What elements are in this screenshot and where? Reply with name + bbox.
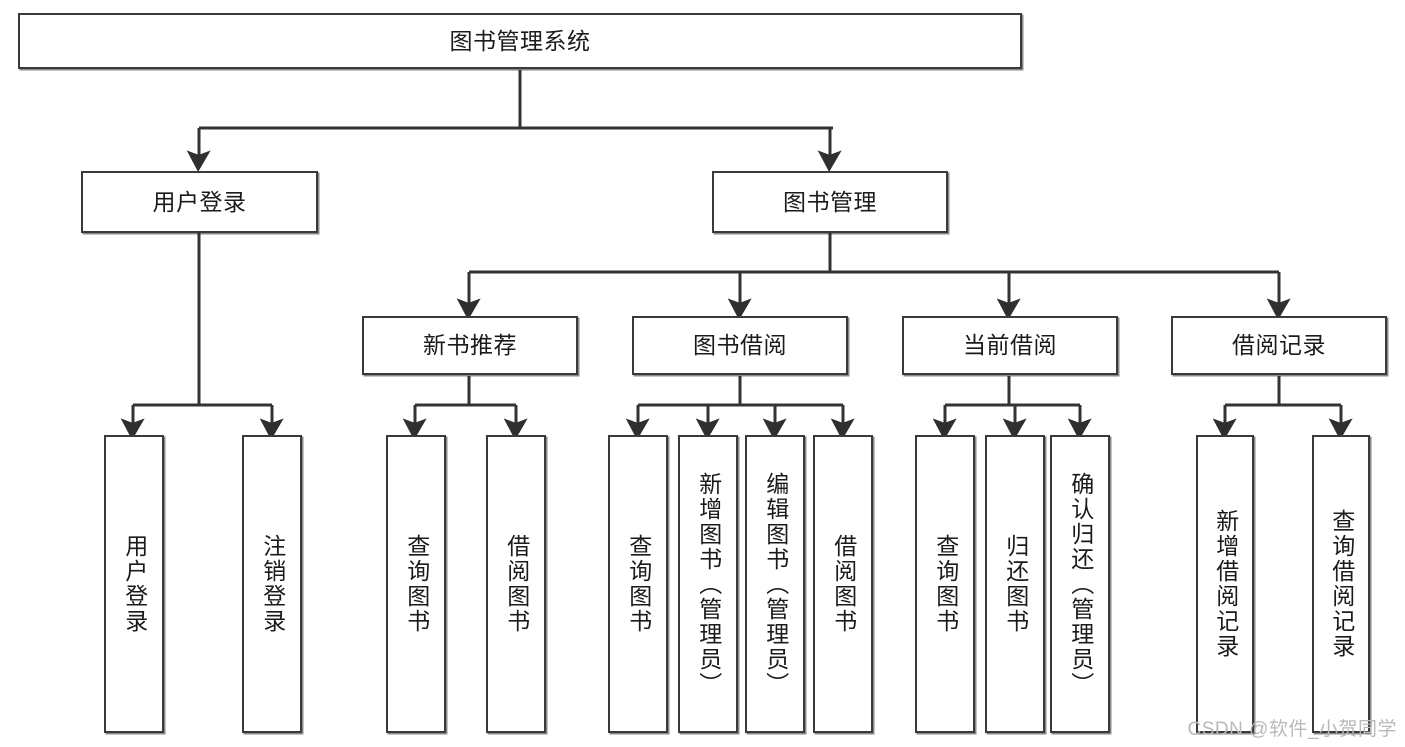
leaf-confirm-return[interactable]: 确认归还（管理员） [1050, 435, 1110, 733]
node-label: 用户登录 [152, 188, 247, 215]
node-label: 图书管理 [783, 188, 877, 215]
leaf-borrow-book-1[interactable]: 借阅图书 [486, 435, 546, 733]
leaf-query-book-1[interactable]: 查询图书 [386, 435, 446, 733]
node-label: 查询图书 [625, 534, 652, 634]
node-book-borrow[interactable]: 图书借阅 [632, 316, 848, 375]
node-label: 借阅图书 [830, 534, 857, 634]
node-label: 编辑图书（管理员） [762, 471, 789, 697]
node-label: 新增图书（管理员） [695, 471, 722, 697]
node-root-system[interactable]: 图书管理系统 [18, 13, 1022, 69]
node-label: 借阅记录 [1232, 332, 1326, 358]
node-borrow-record[interactable]: 借阅记录 [1171, 316, 1387, 375]
node-new-book-recommend[interactable]: 新书推荐 [362, 316, 578, 375]
node-book-management[interactable]: 图书管理 [712, 171, 948, 233]
node-label: 借阅图书 [503, 534, 530, 634]
node-label: 图书管理系统 [449, 27, 591, 54]
node-label: 查询图书 [932, 534, 959, 634]
node-label: 当前借阅 [963, 332, 1057, 358]
node-label: 注销登录 [259, 534, 286, 634]
node-current-borrow[interactable]: 当前借阅 [902, 316, 1118, 375]
leaf-user-login[interactable]: 用户登录 [104, 435, 164, 733]
leaf-query-borrow-record[interactable]: 查询借阅记录 [1312, 435, 1370, 733]
node-label: 用户登录 [121, 534, 148, 634]
leaf-borrow-book-2[interactable]: 借阅图书 [813, 435, 873, 733]
leaf-logout[interactable]: 注销登录 [242, 435, 302, 733]
leaf-return-book[interactable]: 归还图书 [985, 435, 1045, 733]
leaf-edit-book[interactable]: 编辑图书（管理员） [745, 435, 805, 733]
node-label: 归还图书 [1002, 534, 1029, 634]
leaf-query-book-3[interactable]: 查询图书 [915, 435, 975, 733]
node-label: 查询借阅记录 [1328, 509, 1355, 659]
leaf-query-book-2[interactable]: 查询图书 [608, 435, 668, 733]
leaf-add-borrow-record[interactable]: 新增借阅记录 [1196, 435, 1254, 733]
node-label: 新增借阅记录 [1212, 509, 1239, 659]
node-user-login[interactable]: 用户登录 [81, 171, 318, 233]
node-label: 新书推荐 [423, 332, 517, 358]
node-label: 图书借阅 [693, 332, 787, 358]
node-label: 确认归还（管理员） [1067, 471, 1094, 697]
leaf-add-book[interactable]: 新增图书（管理员） [678, 435, 738, 733]
node-label: 查询图书 [403, 534, 430, 634]
